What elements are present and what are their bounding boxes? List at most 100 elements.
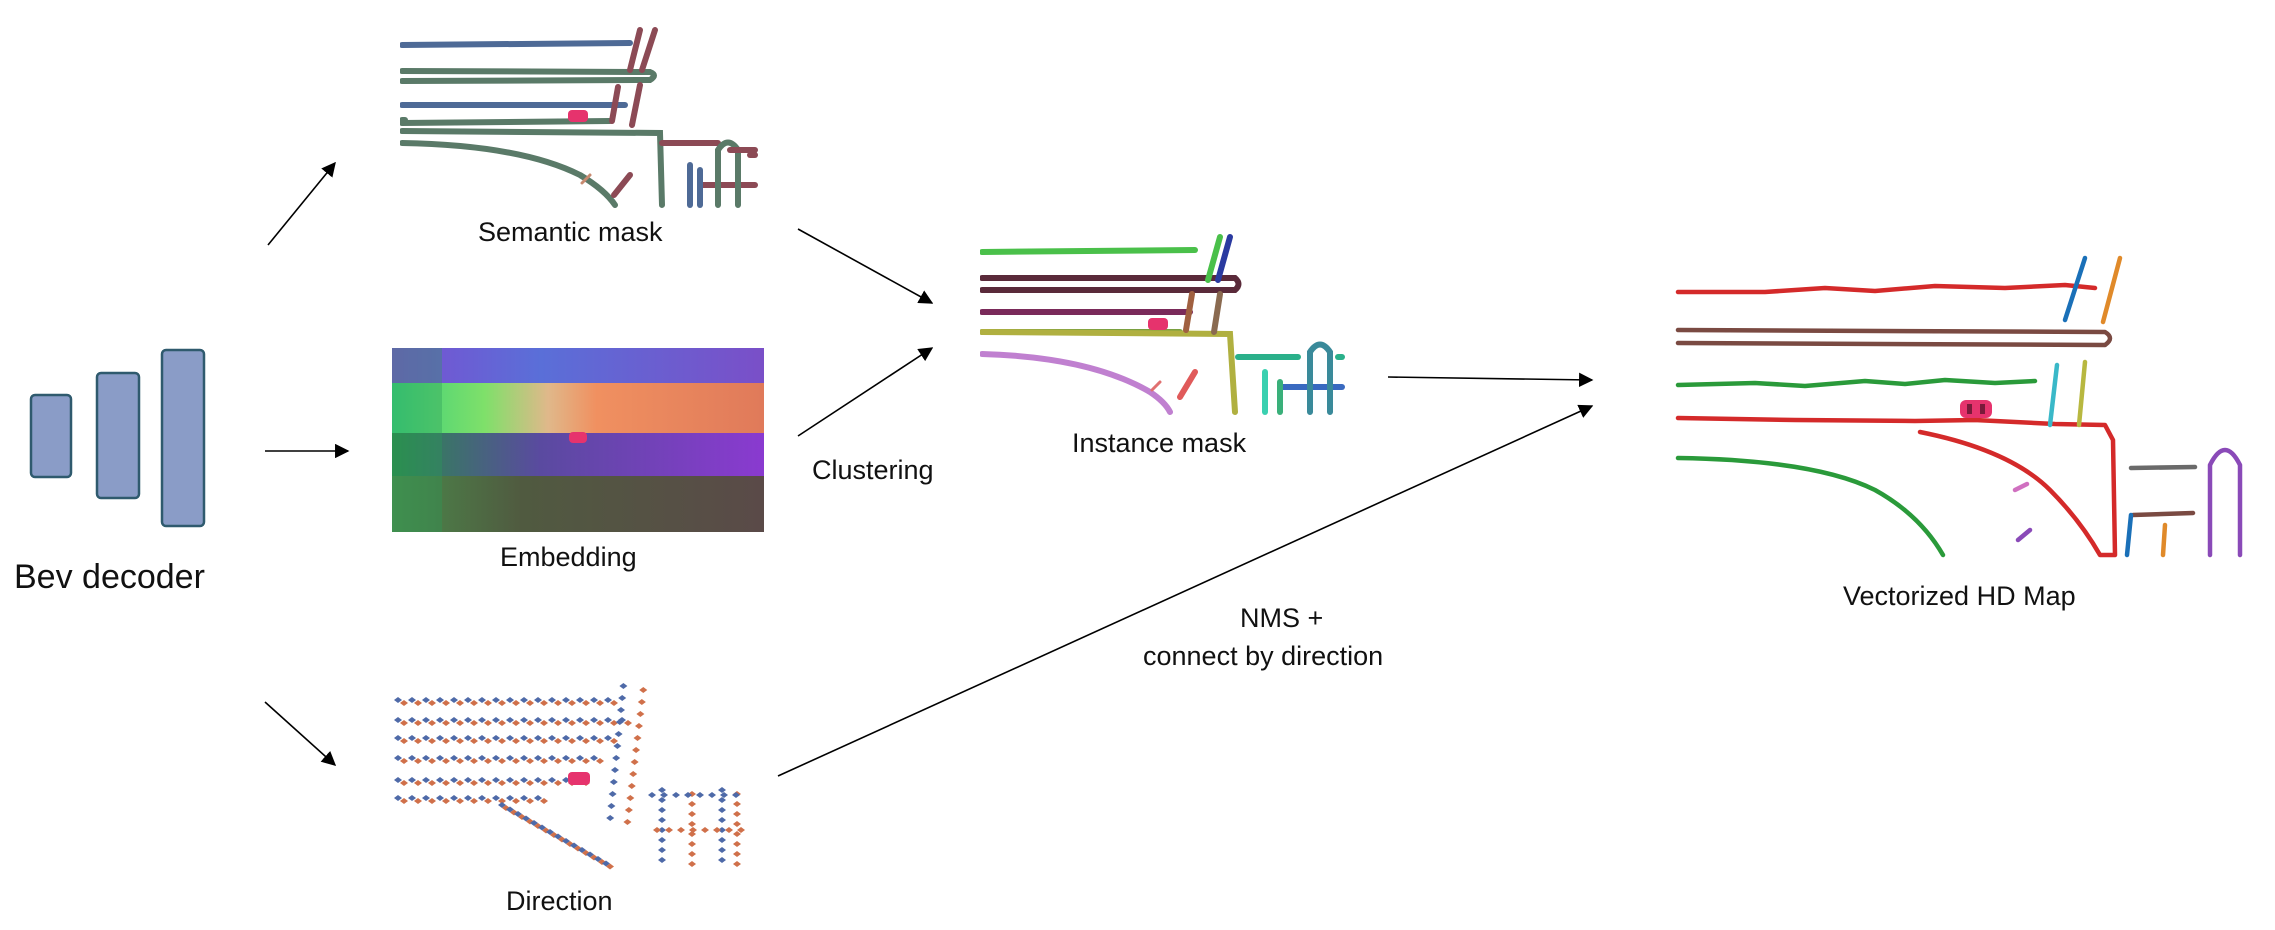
decoder-block-small (29, 393, 73, 479)
direction-glyph (450, 735, 458, 741)
decoder-block-medium (95, 371, 141, 500)
direction-glyph (627, 783, 636, 789)
direction-glyph (442, 758, 450, 764)
direction-glyph (498, 780, 506, 786)
direction-glyph (733, 801, 741, 807)
direction-glyph (610, 700, 618, 706)
direction-glyph (582, 738, 590, 744)
direction-glyph (732, 792, 740, 798)
direction-glyph (512, 720, 520, 726)
direction-glyph (442, 720, 450, 726)
direction-glyph (478, 717, 486, 723)
direction-glyph (688, 831, 696, 837)
direction-glyph (718, 817, 726, 823)
direction-glyph (590, 717, 598, 723)
direction-glyph (464, 795, 472, 801)
direction-glyph (568, 700, 576, 706)
direction-glyph (629, 771, 638, 777)
direction-glyph (733, 831, 741, 837)
direction-glyph (534, 755, 542, 761)
direction-glyph (464, 755, 472, 761)
direction-glyph (464, 777, 472, 783)
direction-glyph (400, 758, 408, 764)
direction-glyph (442, 700, 450, 706)
direction-glyph (456, 720, 464, 726)
direction-glyph (506, 697, 514, 703)
direction-glyph (408, 717, 416, 723)
direction-glyph (436, 755, 444, 761)
direction-glyph (436, 735, 444, 741)
direction-glyph (658, 797, 666, 803)
direction-glyph (492, 697, 500, 703)
direction-glyph (632, 747, 641, 753)
direction-glyph (450, 697, 458, 703)
direction-glyph (414, 700, 422, 706)
direction-glyph (456, 738, 464, 744)
direction-glyph (624, 807, 633, 813)
direction-glyph (626, 795, 635, 801)
direction-glyph (718, 837, 726, 843)
direction-glyph (614, 731, 623, 737)
direction-glyph (701, 827, 709, 833)
direction-glyph (414, 738, 422, 744)
direction-glyph (450, 777, 458, 783)
arrow-instance-to-vector (1387, 372, 1594, 388)
direction-glyph (484, 700, 492, 706)
car-icon (568, 110, 588, 122)
direction-glyph (520, 755, 528, 761)
direction-glyph (394, 735, 402, 741)
direction-glyph (478, 755, 486, 761)
direction-glyph (408, 735, 416, 741)
direction-glyph (658, 817, 666, 823)
direction-glyph (718, 807, 726, 813)
direction-glyph (590, 697, 598, 703)
direction-glyph (456, 758, 464, 764)
direction-glyph (618, 695, 627, 701)
direction-glyph (576, 697, 584, 703)
direction-glyph (394, 755, 402, 761)
direction-glyph (484, 738, 492, 744)
direction-glyph (478, 777, 486, 783)
direction-glyph (414, 758, 422, 764)
direction-glyph (470, 780, 478, 786)
direction-glyph (720, 792, 728, 798)
direction-glyph (540, 738, 548, 744)
direction-glyph (428, 758, 436, 764)
direction-glyph (492, 717, 500, 723)
direction-glyph (658, 787, 666, 793)
direction-glyph (498, 700, 506, 706)
direction-glyph (562, 735, 570, 741)
direction-glyph (540, 780, 548, 786)
direction-glyph (576, 755, 584, 761)
clustering-label: Clustering (812, 455, 934, 485)
direction-glyph (450, 795, 458, 801)
direction-glyph (436, 717, 444, 723)
direction-glyph (606, 815, 615, 821)
direction-glyph (512, 758, 520, 764)
bev-decoder-label: Bev decoder (14, 558, 205, 596)
direction-glyph (562, 717, 570, 723)
direction-glyph (576, 735, 584, 741)
direction-glyph (506, 777, 514, 783)
direction-glyph (484, 798, 492, 804)
direction-glyph (422, 777, 430, 783)
direction-glyph (610, 720, 618, 726)
direction-glyph (394, 795, 402, 801)
direction-glyph (713, 827, 721, 833)
direction-glyph (484, 720, 492, 726)
direction-glyph (624, 720, 632, 726)
direction-glyph (492, 777, 500, 783)
direction-glyph (400, 700, 408, 706)
direction-glyph (672, 792, 680, 798)
direction-glyph (470, 738, 478, 744)
direction-glyph (456, 700, 464, 706)
vectorized-hd-map-label: Vectorized HD Map (1843, 581, 2076, 611)
direction-glyph (554, 738, 562, 744)
direction-glyph (422, 717, 430, 723)
direction-glyph (548, 777, 556, 783)
direction-glyph (658, 857, 666, 863)
direction-glyph (604, 717, 612, 723)
direction-glyph (520, 795, 528, 801)
direction-glyph (688, 801, 696, 807)
direction-glyph (408, 777, 416, 783)
